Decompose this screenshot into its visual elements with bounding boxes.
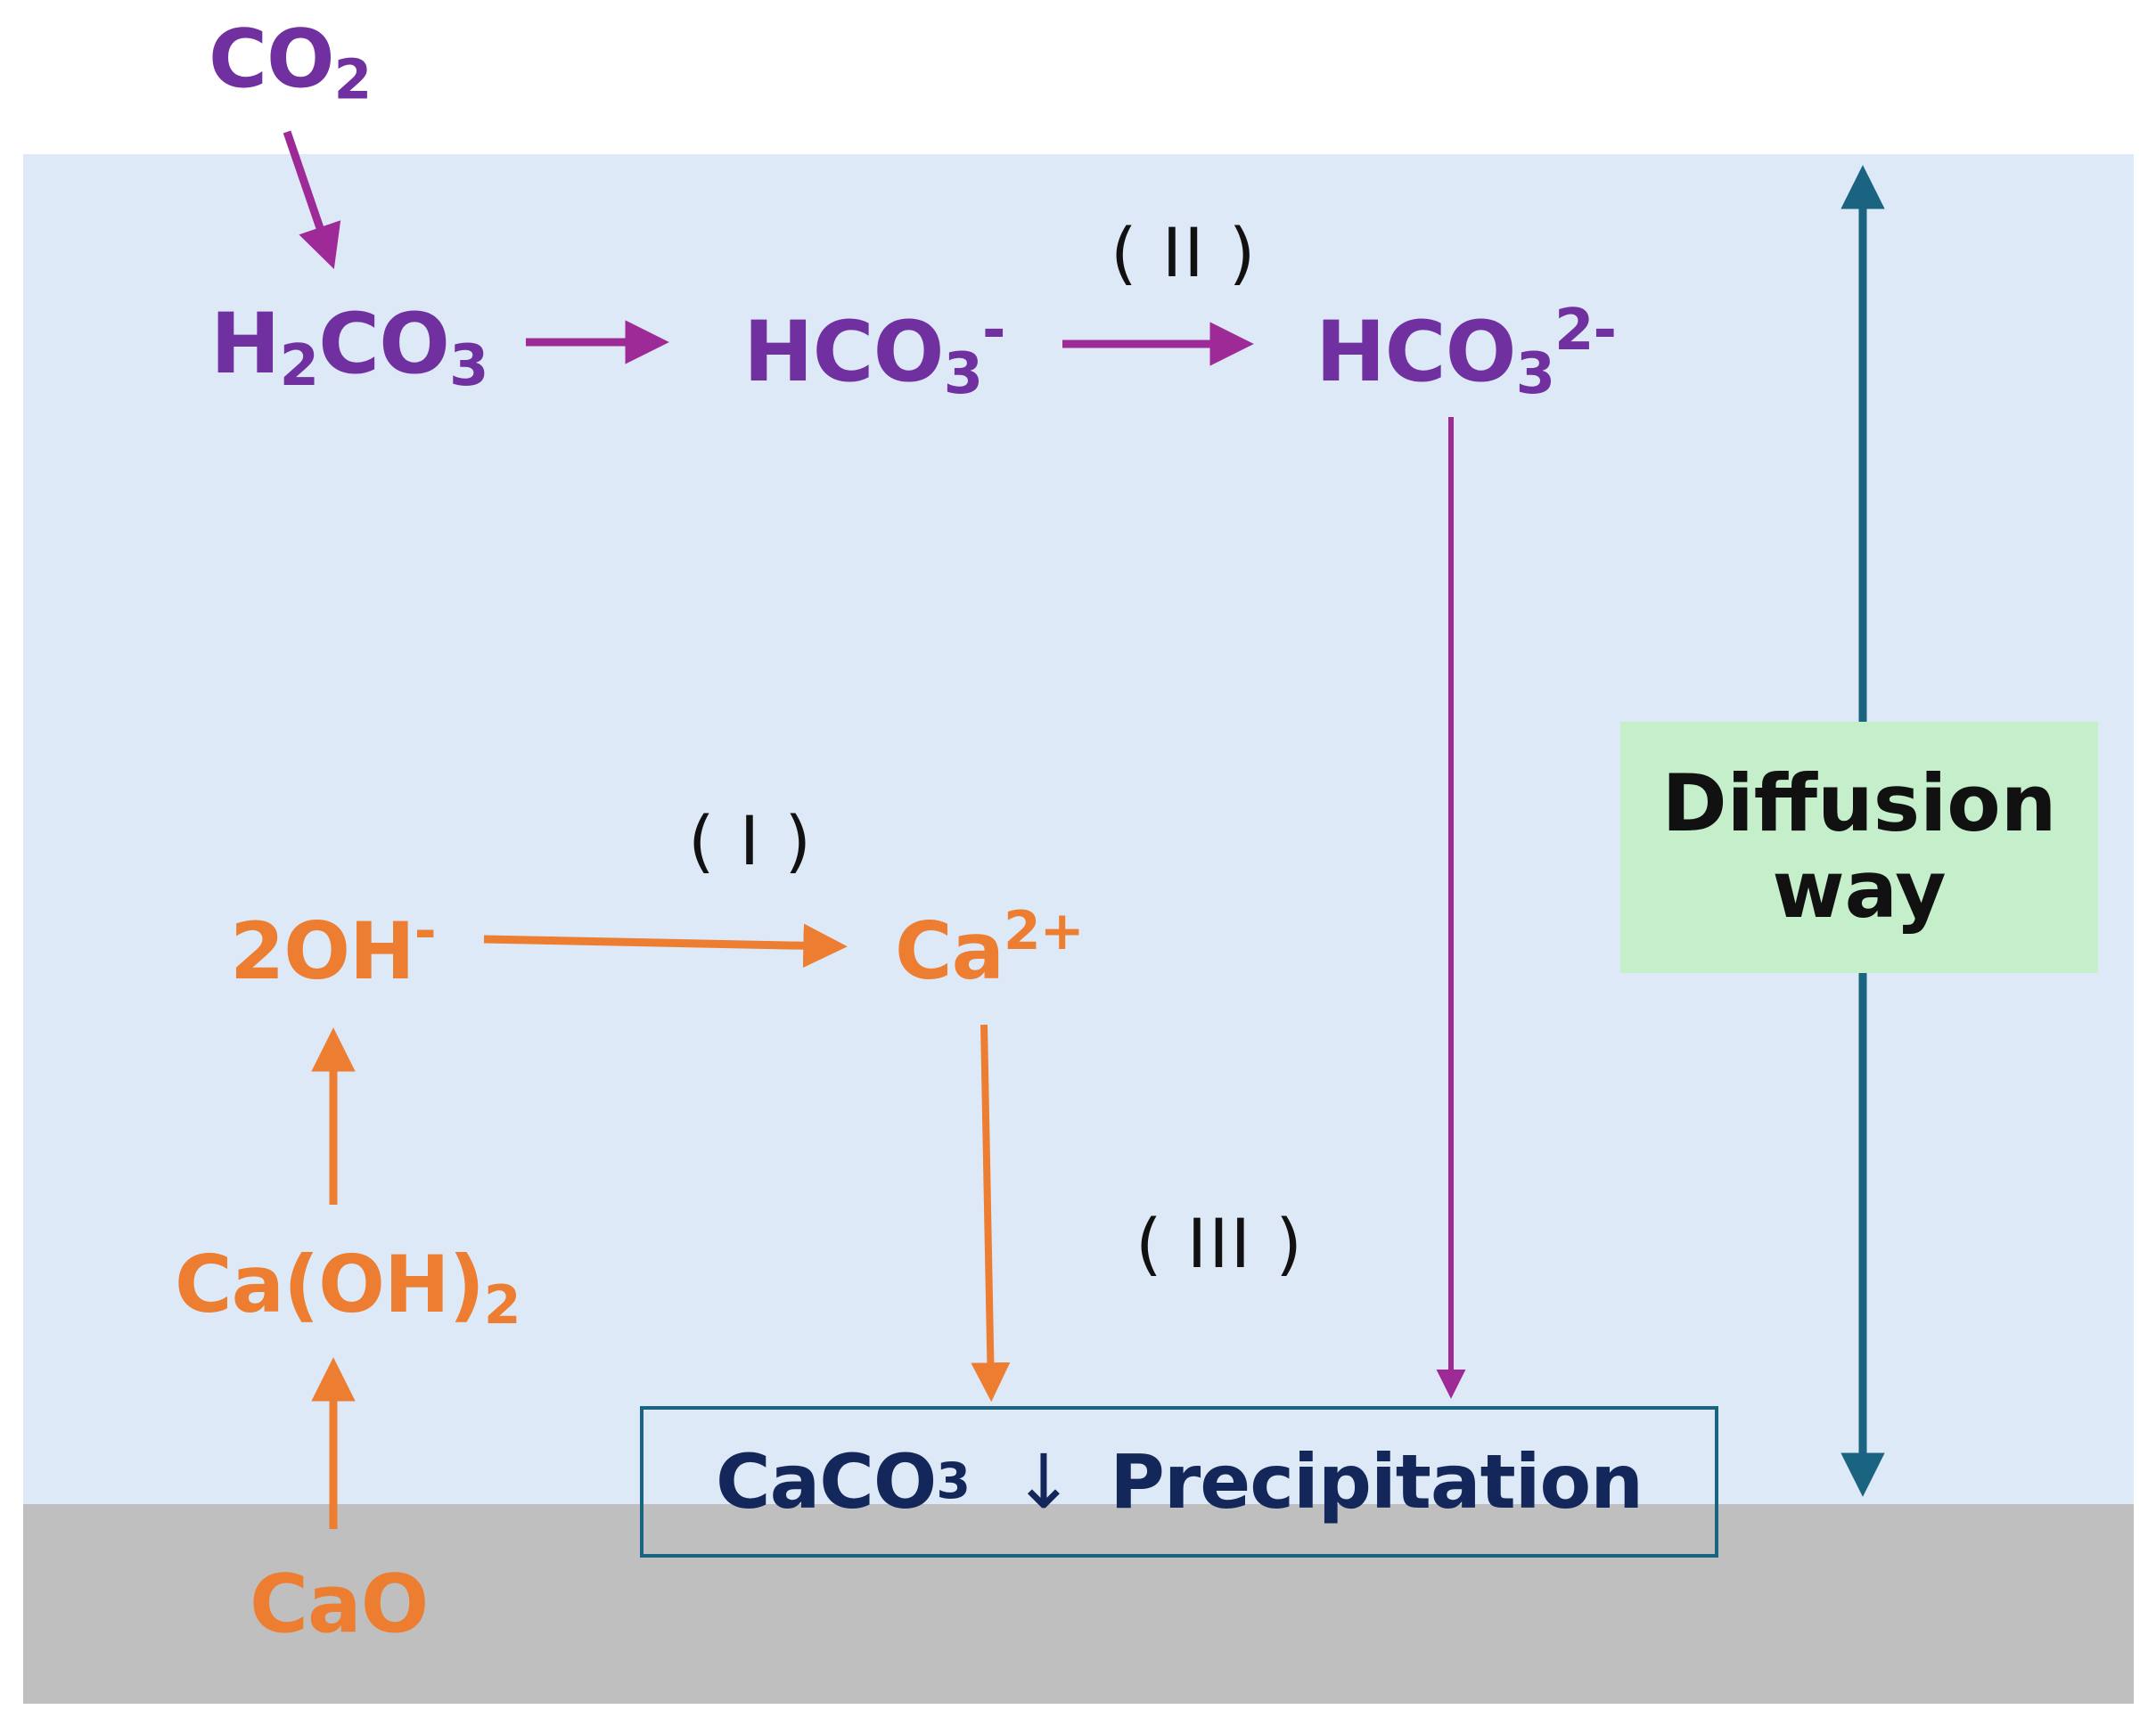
step-label-3: ( III ): [1135, 1204, 1304, 1283]
precipitation-word: Precipitation: [1110, 1438, 1644, 1525]
hco3-2minus-charge: 2-: [1554, 298, 1617, 364]
precipitation-formula: CaCO: [715, 1438, 937, 1525]
arrow-co2-to-h2co3: [283, 130, 341, 270]
caoh2-label: Ca(OH)2: [175, 1246, 521, 1333]
ca-ion-base: Ca: [895, 904, 1004, 997]
hco3-2minus-base: HCO: [1316, 304, 1517, 402]
h2co3-label: H2CO3: [210, 303, 489, 400]
two-oh-base: 2OH: [230, 904, 415, 997]
two-oh-charge: -: [414, 900, 437, 962]
diffusion-line2: way: [1772, 844, 1947, 936]
hco3-2minus-label: HCO32-: [1316, 302, 1617, 408]
co2-base: CO: [209, 12, 335, 106]
diffusion-line1: Diffusion: [1661, 757, 2057, 850]
arrow-oh-to-ca: [483, 923, 848, 969]
co2-label: CO2: [209, 20, 373, 112]
ca-ion-label: Ca2+: [895, 904, 1085, 991]
h2co3-sub-o: 3: [449, 333, 488, 400]
hco3-minus-label: HCO3-: [743, 302, 1006, 408]
ca-ion-charge: 2+: [1003, 900, 1085, 962]
hco3-2minus-sub: 3: [1515, 341, 1555, 408]
two-oh-label: 2OH-: [230, 904, 437, 991]
hco3-minus-charge: -: [982, 298, 1006, 364]
co2-sub: 2: [333, 48, 373, 112]
step-label-2: ( II ): [1111, 213, 1258, 292]
cao-label: CaO: [250, 1565, 429, 1645]
caoh2-sub: 2: [483, 1274, 521, 1337]
cao-base: CaO: [250, 1558, 429, 1651]
step-label-1: ( I ): [688, 801, 814, 880]
caoh2-base: Ca(OH): [175, 1239, 485, 1330]
hco3-minus-sub: 3: [943, 341, 983, 408]
hco3-minus-base: HCO: [743, 304, 945, 402]
ground-region: [23, 1504, 2134, 1704]
diffusion-box: Diffusion way: [1620, 722, 2098, 973]
precipitation-down-arrow-icon: ↓: [1012, 1438, 1075, 1525]
arrow-ca-to-precipitation: [971, 1024, 1011, 1403]
h2co3-h: H: [210, 296, 281, 393]
precipitation-sub: 3: [936, 1453, 971, 1510]
h2co3-sub-h: 2: [279, 333, 319, 400]
h2co3-co: CO: [318, 296, 450, 393]
